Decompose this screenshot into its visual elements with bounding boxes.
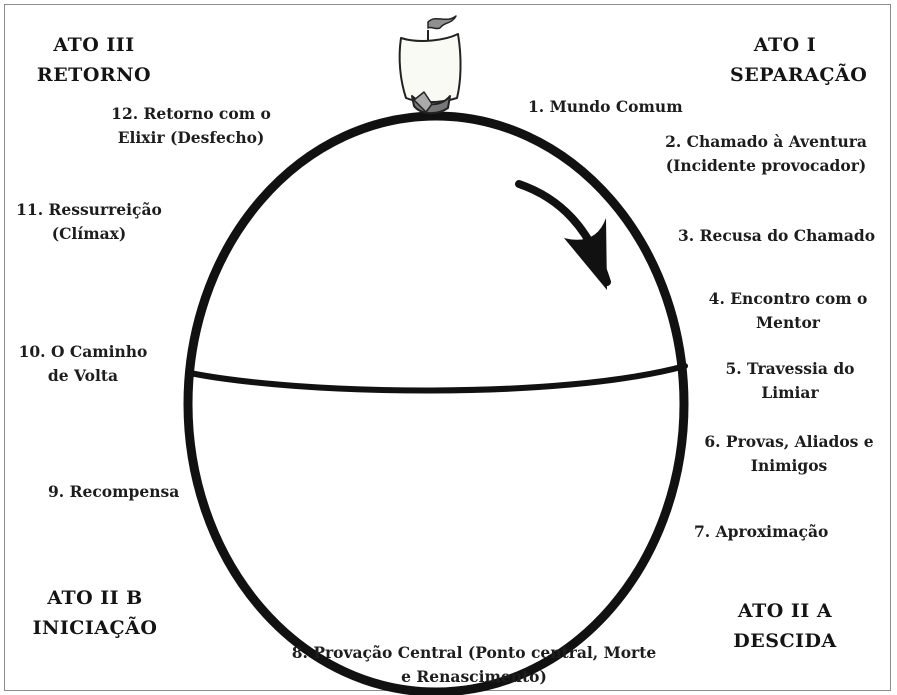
act-2b-title: ATO II B — [47, 587, 143, 609]
stage-5-line-2: Limiar — [761, 383, 819, 402]
stage-4-line-2: Mentor — [756, 313, 820, 332]
stage-1-line-1: 1. Mundo Comum — [528, 97, 683, 116]
act-2a-subtitle: DESCIDA — [733, 630, 837, 652]
stage-8-line-2: e Renascimento) — [401, 667, 547, 686]
stage-4-label: 4. Encontro com o Mentor — [700, 287, 876, 335]
stage-10-line-2: de Volta — [47, 366, 119, 385]
stage-10-line-1: 10. O Caminho — [18, 342, 148, 361]
stage-3-label: 3. Recusa do Chamado — [678, 224, 875, 248]
stage-9-line-1: 9. Recompensa — [48, 482, 180, 501]
act-3-heading: ATO III RETORNO — [24, 30, 164, 90]
act-2b-heading: ATO II B INICIAÇÃO — [20, 583, 170, 643]
act-1-title: ATO I — [753, 34, 817, 56]
stage-6-label: 6. Provas, Aliados e Inimigos — [694, 430, 884, 478]
stage-10-label: 10. O Caminho de Volta — [8, 340, 158, 388]
stage-7-label: 7. Aproximação — [694, 520, 828, 544]
act-2a-title: ATO II A — [737, 600, 833, 622]
stage-11-label: 11. Ressurreição (Clímax) — [14, 198, 164, 246]
stage-7-line-1: 7. Aproximação — [694, 522, 829, 541]
stage-12-label: 12. Retorno com o Elixir (Desfecho) — [98, 102, 284, 150]
stage-5-line-1: 5. Travessia do — [725, 359, 855, 378]
stage-11-line-2: (Clímax) — [51, 224, 127, 243]
act-1-subtitle: SEPARAÇÃO — [730, 64, 868, 86]
stage-8-line-1: 8. Provação Central (Ponto central, Mort… — [291, 643, 657, 662]
act-2a-heading: ATO II A DESCIDA — [725, 596, 845, 656]
stage-11-line-1: 11. Ressurreição — [16, 200, 162, 219]
act-1-heading: ATO I SEPARAÇÃO — [730, 30, 868, 90]
stage-12-line-2: Elixir (Desfecho) — [117, 128, 265, 147]
act-3-subtitle: RETORNO — [36, 64, 152, 86]
stage-2-line-2: (Incidente provocador) — [665, 156, 867, 175]
stage-3-line-1: 3. Recusa do Chamado — [678, 226, 876, 245]
stage-9-label: 9. Recompensa — [48, 480, 179, 504]
direction-arrow-icon — [515, 180, 611, 290]
stage-12-line-1: 12. Retorno com o — [111, 104, 271, 123]
stage-8-label: 8. Provação Central (Ponto central, Mort… — [264, 641, 684, 689]
ship-icon — [398, 15, 462, 114]
stage-6-line-2: Inimigos — [750, 456, 828, 475]
stage-2-line-1: 2. Chamado à Aventura — [665, 132, 867, 151]
divider-line — [187, 363, 688, 394]
stage-4-line-1: 4. Encontro com o — [708, 289, 868, 308]
journey-circle — [183, 111, 689, 695]
act-3-title: ATO III — [53, 34, 135, 56]
stage-1-label: 1. Mundo Comum — [528, 95, 683, 119]
act-2b-subtitle: INICIAÇÃO — [32, 617, 158, 639]
stage-6-line-1: 6. Provas, Aliados e — [704, 432, 874, 451]
stage-2-label: 2. Chamado à Aventura (Incidente provoca… — [648, 130, 884, 178]
stage-5-label: 5. Travessia do Limiar — [720, 357, 860, 405]
